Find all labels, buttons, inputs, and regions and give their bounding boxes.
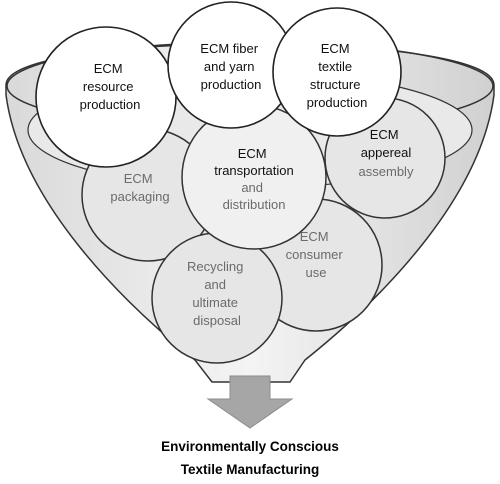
down-arrow-icon [206,375,294,429]
svg-text:ECM consumer use: ECM consumer use [286,229,347,280]
stage-recycling-disposal: Recycling and ultimate disposal [151,232,283,364]
stage-fiber-yarn-production: ECM fiber and yarn production [167,1,295,129]
outcome-line-2: Textile Manufacturing [181,462,320,477]
svg-text:assembly: assembly [359,164,414,179]
svg-text:ECM fiber and yarn: ECM fiber and yarn production [200,41,261,92]
svg-text:and distribution: and distribution [223,180,286,212]
svg-text:ECM textile struct: ECM textile structure production [307,41,368,110]
stage-resource-production: ECM resource production [35,26,177,168]
svg-text:ECM appereal: ECM appereal [361,127,412,160]
stage-textile-structure-production: ECM textile structure production [272,7,402,137]
svg-text:ECM resource produ: ECM resource production [80,61,141,112]
svg-text:Recycling and ulti: Recycling and ultimate disposal [187,259,247,328]
svg-text:ECM packaging: ECM packaging [110,171,169,204]
svg-text:ECM transportation: ECM transportation [214,146,294,178]
stage-transportation-distribution: ECM transportation and distribution [181,104,327,250]
outcome-line-1: Environmentally Conscious [161,439,339,454]
